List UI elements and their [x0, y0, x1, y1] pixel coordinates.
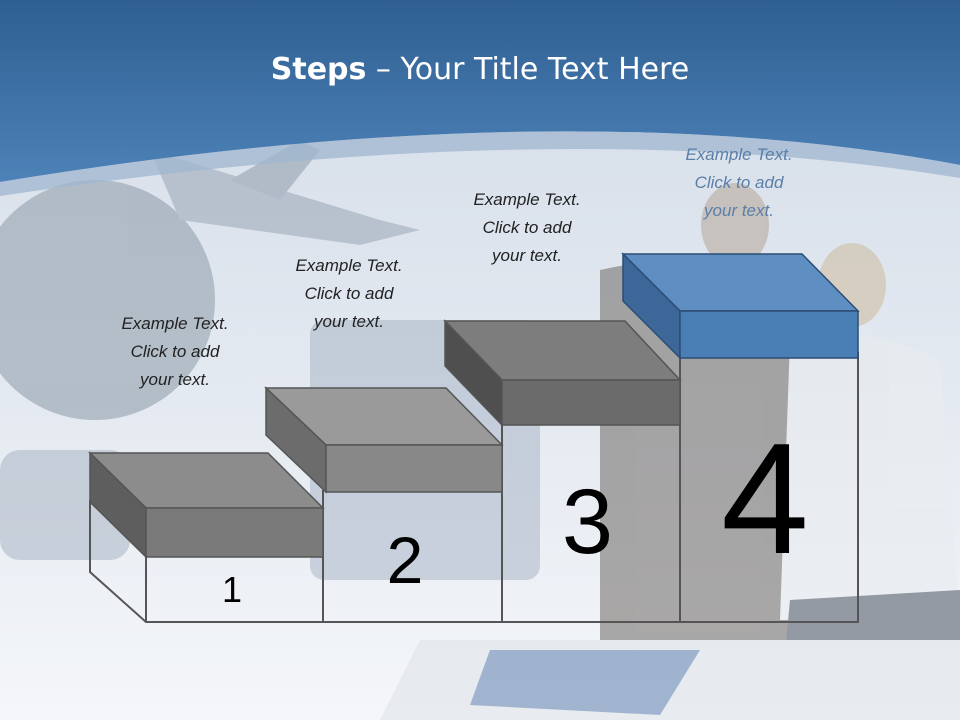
step-number-2: 2 [386, 523, 424, 597]
step-text-3[interactable]: Example Text. Click to add your text. [442, 186, 612, 270]
step-block-4 [621, 252, 860, 360]
step-block-2 [264, 386, 504, 494]
step-block-1 [88, 451, 325, 559]
header-band [0, 0, 960, 182]
step-number-3: 3 [561, 471, 614, 573]
step-text-line: Click to add [304, 284, 394, 303]
step-text-line: Example Text. [295, 256, 403, 275]
person2-body-shape [780, 333, 960, 620]
globe-shape [0, 180, 215, 420]
step-text-line: Example Text. [685, 145, 793, 164]
step-text-line: Example Text. [121, 314, 229, 333]
step-text-line: Click to add [694, 173, 784, 192]
title-bold-part: Steps [270, 52, 367, 87]
title-rest-part: – Your Title Text Here [366, 52, 690, 87]
step-text-line: your text. [492, 246, 562, 265]
step-text-line: Click to add [130, 342, 220, 361]
person-head-shape [701, 183, 769, 267]
step-text-4[interactable]: Example Text. Click to add your text. [654, 141, 824, 225]
airplane-shape [150, 150, 420, 245]
step-text-line: Example Text. [473, 190, 581, 209]
step-number-1: 1 [221, 569, 243, 610]
folder-shape [470, 650, 700, 715]
header-arc [0, 131, 960, 196]
step-block-3 [443, 319, 682, 427]
step-text-line: Click to add [482, 218, 572, 237]
slide-title[interactable]: Steps – Your Title Text Here [0, 52, 960, 87]
step-text-line: your text. [704, 201, 774, 220]
step-text-1[interactable]: Example Text. Click to add your text. [90, 310, 260, 394]
step-text-line: your text. [314, 312, 384, 331]
step-number-4: 4 [721, 411, 809, 587]
step-text-line: your text. [140, 370, 210, 389]
step-text-2[interactable]: Example Text. Click to add your text. [264, 252, 434, 336]
